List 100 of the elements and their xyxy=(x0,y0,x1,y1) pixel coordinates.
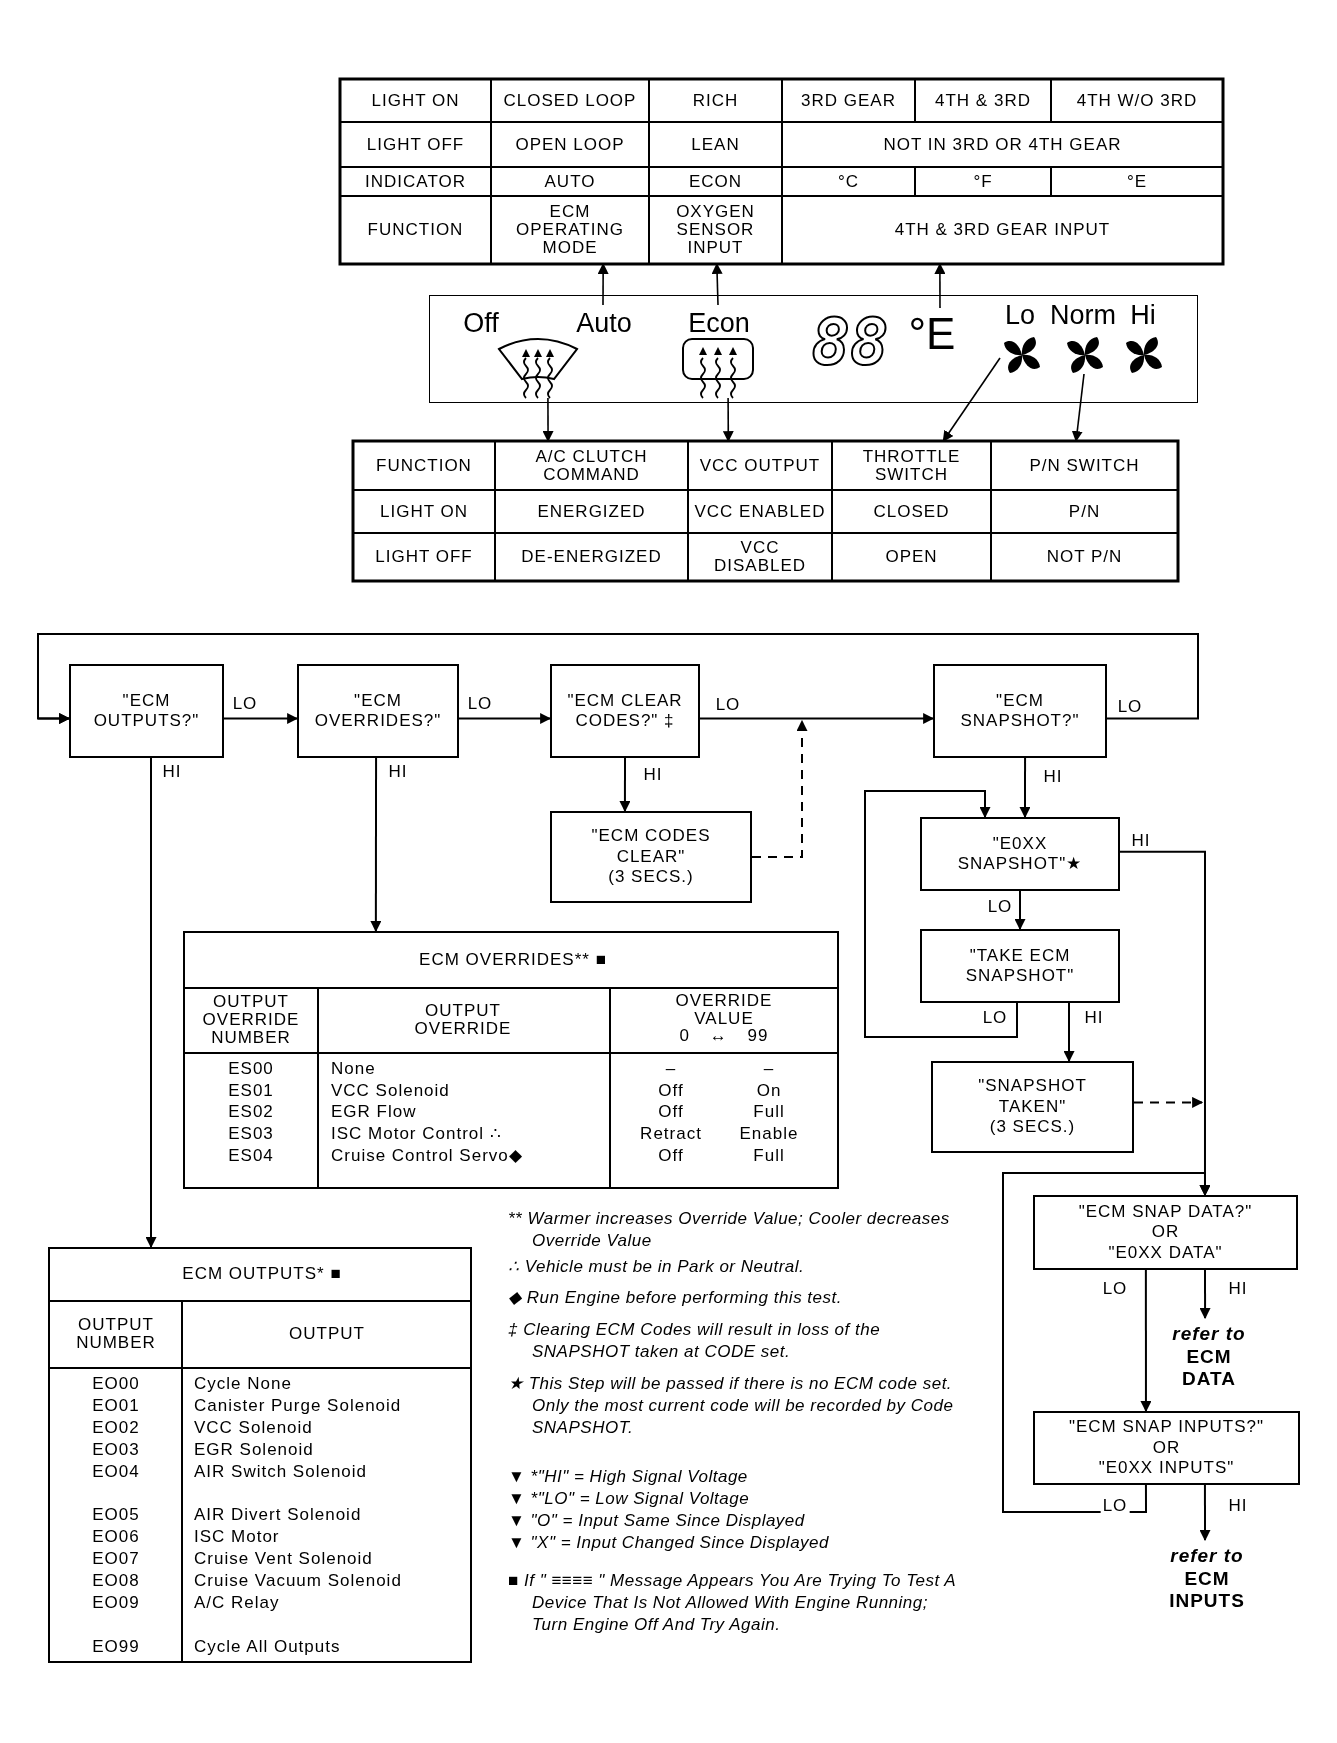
output-name: Canister Purge Solenoid xyxy=(194,1396,402,1415)
arrow xyxy=(1019,757,1031,819)
arrow xyxy=(1140,1269,1152,1413)
override-value: Retract xyxy=(640,1125,702,1143)
process-box xyxy=(920,929,1120,1003)
step-text: "ECM CLEAR CODES?" ‡ xyxy=(566,690,684,732)
table-cell: 4TH W/O 3RD xyxy=(1051,79,1223,122)
table-cell: AUTO xyxy=(491,167,649,196)
output-number: EO07 xyxy=(92,1550,140,1569)
footnote: ▼ *"LO" = Low Signal Voltage xyxy=(508,1488,751,1510)
arrow xyxy=(864,790,1018,1038)
table-cell: CLOSED xyxy=(832,490,991,533)
override-name: VCC Solenoid xyxy=(331,1081,450,1100)
step-text: "ECM OUTPUTS?" xyxy=(92,690,201,732)
arrow xyxy=(711,262,723,306)
override-name: Cruise Control Servo◆ xyxy=(331,1146,523,1165)
arrow xyxy=(942,357,1001,442)
table-cell: 3RD GEAR xyxy=(782,79,915,122)
arrow xyxy=(1063,1002,1075,1063)
override-value: Off xyxy=(658,1103,684,1122)
dashed-arrow xyxy=(1133,1096,1204,1108)
footnote: ★ This Step will be passed if there is no ECM code set. Only the most current code will be recorded by Code SNAPSHOT. xyxy=(508,1373,955,1439)
table-cell: LIGHT ON xyxy=(353,490,495,533)
table-cell: LIGHT OFF xyxy=(340,122,491,167)
output-name: Cycle None xyxy=(194,1375,292,1393)
table-cell: NOT IN 3RD OR 4TH GEAR xyxy=(782,122,1223,167)
step-text: OR xyxy=(1151,1222,1180,1243)
arrow xyxy=(37,633,1199,724)
output-number: EO06 xyxy=(92,1528,140,1547)
footnote: ▼ "O" = Input Same Since Displayed xyxy=(508,1510,806,1532)
data-table xyxy=(183,931,839,1189)
table-cell: P/N xyxy=(991,490,1178,533)
arrow xyxy=(1014,890,1026,931)
arrow xyxy=(145,757,157,1249)
digit-readout: 88 xyxy=(799,307,901,377)
step-text: OR xyxy=(1152,1437,1181,1459)
override-number: ES04 xyxy=(228,1146,274,1165)
column-header: OVERRIDE VALUE xyxy=(674,992,774,1028)
table-cell: RICH xyxy=(649,79,782,122)
process-box xyxy=(550,811,752,903)
data-table xyxy=(48,1247,472,1663)
table-cell: ENERGIZED xyxy=(495,490,688,533)
arrow xyxy=(619,757,631,813)
step-text: "TAKE ECM SNAPSHOT" xyxy=(964,945,1076,987)
column-header: OUTPUT OVERRIDE xyxy=(413,1002,513,1038)
footnote: ▼ "X" = Input Changed Since Displayed xyxy=(508,1532,830,1554)
table-cell: 4TH & 3RD xyxy=(915,79,1051,122)
step-text: "E0XX DATA" xyxy=(1108,1242,1223,1264)
override-number: ES02 xyxy=(228,1103,274,1122)
output-number: EO05 xyxy=(92,1506,140,1525)
table-cell: 4TH & 3RD GEAR INPUT xyxy=(782,196,1223,264)
step-text: "E0XX SNAPSHOT"★ xyxy=(956,833,1084,875)
arrow xyxy=(370,757,382,933)
table-cell: P/N SWITCH xyxy=(991,441,1178,490)
footnote: ‡ Clearing ECM Codes will result in loss of the SNAPSHOT taken at CODE set. xyxy=(508,1319,882,1363)
override-value: Off xyxy=(658,1081,684,1100)
step-text: "ECM CODES CLEAR" xyxy=(590,826,712,868)
override-number: ES01 xyxy=(228,1081,274,1100)
step-text: (3 SECS.) xyxy=(608,867,694,888)
table-cell: OPEN LOOP xyxy=(491,122,649,167)
arrow xyxy=(597,262,609,306)
dashed-arrow xyxy=(751,719,808,858)
output-name: Cruise Vacuum Solenoid xyxy=(194,1572,402,1590)
display-label: Norm xyxy=(1044,299,1122,331)
output-number: EO00 xyxy=(92,1375,140,1393)
output-name: VCC Solenoid xyxy=(194,1418,313,1437)
output-number: EO09 xyxy=(92,1594,140,1612)
process-box xyxy=(931,1061,1134,1153)
table-cell: OXYGEN SENSOR INPUT xyxy=(649,196,782,264)
output-number: EO99 xyxy=(92,1637,140,1656)
process-box xyxy=(69,664,224,758)
arrow xyxy=(223,713,299,724)
override-name: ISC Motor Control ∴ xyxy=(331,1125,502,1143)
column-header: OUTPUT xyxy=(289,1325,365,1343)
edge-label: LO xyxy=(1100,1496,1130,1514)
step-text: "ECM SNAPSHOT?" xyxy=(959,690,1081,732)
table-cell: °C xyxy=(782,167,915,196)
arrow xyxy=(1199,1484,1211,1542)
output-number: EO08 xyxy=(92,1572,140,1590)
table-cell: DE-ENERGIZED xyxy=(495,533,688,581)
step-text: "E0XX INPUTS" xyxy=(1098,1458,1235,1479)
override-name: EGR Flow xyxy=(331,1103,417,1122)
override-value: – xyxy=(763,1060,775,1078)
footnote: ◆ Run Engine before performing this test. xyxy=(508,1287,843,1309)
arrow xyxy=(722,397,734,443)
display-label: Lo xyxy=(999,299,1041,331)
table-title: ECM OUTPUTS* ■ xyxy=(182,1265,342,1283)
column-header: OUTPUT NUMBER xyxy=(75,1316,157,1352)
process-box xyxy=(1033,1411,1300,1485)
table-cell: VCC ENABLED xyxy=(688,490,832,533)
process-box xyxy=(1033,1195,1298,1270)
output-name: AIR Divert Solenoid xyxy=(194,1506,362,1525)
table-cell: OPEN xyxy=(832,533,991,581)
table-cell: VCC OUTPUT xyxy=(688,441,832,490)
output-number: EO04 xyxy=(92,1462,140,1481)
output-name: EGR Solenoid xyxy=(194,1440,314,1459)
table-cell: °F xyxy=(915,167,1051,196)
step-text: "ECM SNAP DATA?" xyxy=(1078,1201,1253,1223)
display-label: °E xyxy=(907,309,957,359)
output-number: EO02 xyxy=(92,1418,140,1437)
